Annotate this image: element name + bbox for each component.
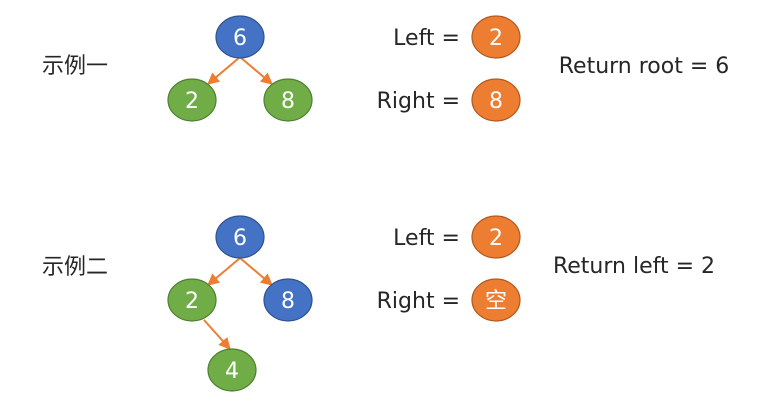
example1-right-node: 8 [263,78,313,122]
example2-result: Return left = 2 [553,254,715,279]
example1-left-value: 2 [185,89,199,114]
example2-right-value: 8 [281,289,295,314]
example2-edge-root-left [207,257,241,286]
example2-right-label: Right = [377,289,460,314]
example2-left-label: Left = [393,226,460,251]
example1-left-node: 2 [167,78,217,122]
example2-left-child-value: 4 [225,359,239,384]
example1-left-label: Left = [393,26,460,51]
example1-left-result-node: 2 [471,15,521,59]
example2-left-value: 2 [185,289,199,314]
example2-left-node: 2 [167,278,217,322]
example2-root-node: 6 [215,215,265,259]
example1-root-node: 6 [215,15,265,59]
example1-root-value: 6 [233,26,247,51]
example2-caption: 示例二 [42,255,108,280]
example1-right-label: Right = [377,89,460,114]
example1-right-result-node: 8 [471,78,521,122]
example2-left-result-node: 2 [471,215,521,259]
example2-root-value: 6 [233,226,247,251]
example1-left-result-value: 2 [489,26,503,51]
example2-right-result-value: 空 [485,289,507,314]
example1-edge-root-right [239,56,273,85]
example2-edge-root-right [239,257,273,286]
example1-result: Return root = 6 [559,54,730,79]
example1-right-result-value: 8 [489,89,503,114]
example2-edge-left-child [203,319,231,350]
example2-right-result-node: 空 [471,278,521,322]
example2-left-child-node: 4 [207,348,257,392]
example2-left-result-value: 2 [489,226,503,251]
example1-caption: 示例一 [42,54,108,79]
example1-right-value: 8 [281,89,295,114]
example2-right-node: 8 [263,278,313,322]
example1-edge-root-left [207,56,241,85]
